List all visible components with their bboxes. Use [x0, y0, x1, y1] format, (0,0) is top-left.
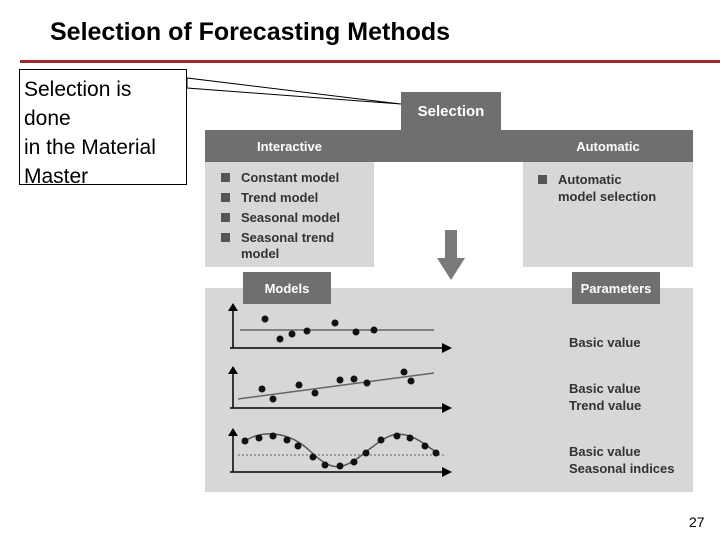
plot-point: [350, 458, 358, 466]
plot-point: [407, 377, 415, 385]
trend-line: [237, 372, 435, 400]
callout-box: Selection is done in the Material Master: [19, 69, 187, 188]
bullet-square-icon: [221, 233, 230, 242]
plot-point: [363, 379, 371, 387]
plot-point: [432, 449, 440, 457]
bullet-square-icon: [221, 193, 230, 202]
y-axis-arrow-icon: [228, 366, 238, 374]
plot-point: [350, 375, 358, 383]
automatic-list: Automatic model selection: [538, 172, 688, 212]
plot-point: [294, 442, 302, 450]
model-plots: [228, 303, 452, 477]
plot-point: [377, 436, 385, 444]
callout-line: Master: [24, 165, 89, 188]
plot-point: [283, 436, 291, 444]
bullet-square-icon: [221, 213, 230, 222]
y-axis-arrow-icon: [228, 303, 238, 311]
plot-point: [261, 315, 269, 323]
callout-line: in the Material: [24, 136, 156, 159]
parameter-label: Basic value: [569, 335, 641, 350]
plot-point: [336, 376, 344, 384]
plot-point: [421, 442, 429, 450]
plot-point: [336, 462, 344, 470]
callout-pointer: [186, 77, 402, 105]
x-axis-arrow-icon: [442, 343, 452, 353]
plot-point: [288, 330, 296, 338]
y-axis-arrow-icon: [228, 428, 238, 436]
page-number: 27: [689, 514, 705, 530]
selection-box: Selection: [401, 92, 501, 130]
plot-point: [276, 335, 284, 343]
plot-point: [370, 326, 378, 334]
x-axis-arrow-icon: [442, 403, 452, 413]
callout-line: Selection is: [24, 78, 132, 101]
interactive-header: Interactive: [205, 130, 374, 162]
automatic-header: Automatic: [523, 130, 693, 162]
parameter-label: Basic value Trend value: [569, 381, 642, 413]
plot-point: [303, 327, 311, 335]
plot-point: [406, 434, 414, 442]
plot-point: [295, 381, 303, 389]
models-header: Models: [243, 272, 331, 304]
plot-point: [400, 368, 408, 376]
plot-point: [255, 434, 263, 442]
plot-point: [352, 328, 360, 336]
models-panel: [205, 288, 693, 492]
plot-point: [331, 319, 339, 327]
parameter-label: Basic value Seasonal indices: [569, 444, 675, 476]
slide-title: Selection of Forecasting Methods: [50, 18, 451, 46]
plot-point: [269, 395, 277, 403]
plot-point: [393, 432, 401, 440]
plot-point: [309, 453, 317, 461]
plot-point: [311, 389, 319, 397]
plot-point: [241, 437, 249, 445]
x-axis-arrow-icon: [442, 467, 452, 477]
plot-point: [269, 432, 277, 440]
bullet-square-icon: [221, 173, 230, 182]
bullet-square-icon: [538, 175, 547, 184]
plot-point: [321, 461, 329, 469]
title-underline: [20, 60, 720, 63]
callout-line: done: [24, 107, 71, 130]
plot-point: [258, 385, 266, 393]
down-arrow-icon: [437, 230, 465, 280]
selection-funnel: [374, 121, 523, 162]
interactive-list: Constant model Trend model Seasonal mode…: [221, 170, 371, 265]
parameters-header: Parameters: [572, 272, 660, 304]
plot-point: [362, 449, 370, 457]
